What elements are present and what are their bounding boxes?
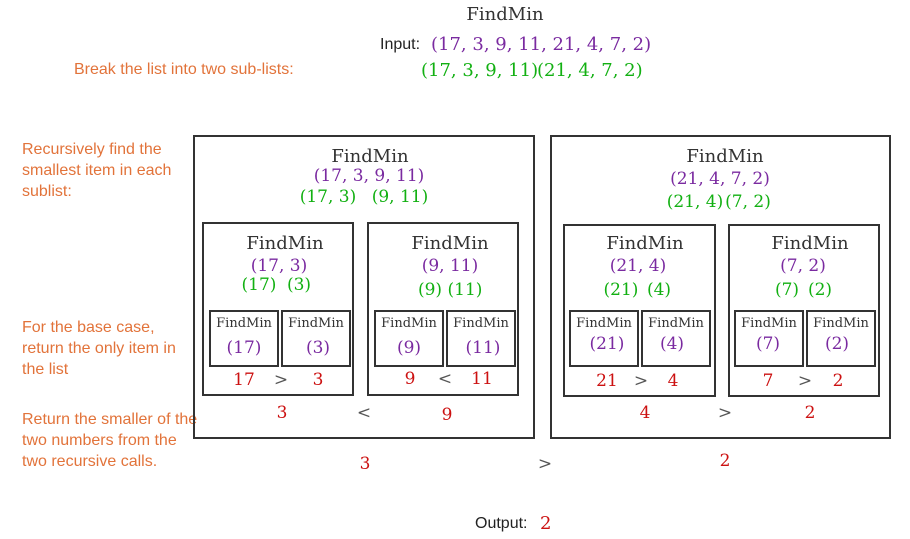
leaf-11-title: FindMin [453,316,509,331]
right-b-value-1: 7 [762,371,774,391]
right-b-list: (7, 2) [780,256,826,276]
left-list: (17, 3, 9, 11) [313,166,425,186]
left-a-value-1: 17 [233,370,255,390]
split-right-list: (21, 4, 7, 2) [537,60,643,81]
left-b-value-1: 9 [404,369,416,389]
findmin-box-right-a [563,224,716,397]
right-b-comparison: > [797,371,813,391]
left-result-comparison: < [356,403,372,423]
findmin-leaf-4 [641,310,711,367]
right-a-split-a: (21) [603,280,639,300]
leaf-21-list: (21) [589,334,625,354]
left-a-title: FindMin [246,233,324,254]
right-split-b: (7, 2) [725,192,771,212]
leaf-3-title: FindMin [288,316,344,331]
leaf-17-title: FindMin [216,316,272,331]
right-list: (21, 4, 7, 2) [670,169,770,189]
right-b-split-a: (7) [774,280,800,300]
final-result-1: 3 [359,454,371,474]
leaf-17-list: (17) [226,338,262,358]
left-a-comparison: > [273,370,289,390]
input-label: Input: [380,36,421,53]
left-b-split-a: (9) [417,280,443,300]
leaf-2-list: (2) [824,334,850,354]
findmin-leaf-2 [806,310,876,367]
left-b-value-2: 11 [471,369,493,389]
leaf-21-title: FindMin [576,316,632,331]
leaf-7-title: FindMin [741,316,797,331]
findmin-box-left-b [367,222,519,396]
final-comparison: > [537,454,553,474]
leaf-3-list: (3) [305,338,331,358]
left-b-title: FindMin [411,233,489,254]
right-a-title: FindMin [606,233,684,254]
leaf-2-title: FindMin [813,316,869,331]
left-split-a: (17, 3) [299,187,357,207]
leaf-11-list: (11) [465,338,501,358]
findmin-leaf-17 [209,310,279,367]
findmin-leaf-7 [734,310,804,367]
right-b-title: FindMin [771,233,849,254]
left-a-list: (17, 3) [250,256,308,276]
left-split-b: (9, 11) [371,187,429,207]
right-b-value-2: 2 [832,371,844,391]
right-a-value-2: 4 [667,371,679,391]
left-b-comparison: < [437,369,453,389]
findmin-leaf-11 [446,310,516,367]
right-split-a: (21, 4) [666,192,724,212]
leaf-9-title: FindMin [381,316,437,331]
note-return: Return the smaller of the two numbers fr… [22,411,198,470]
left-b-list: (9, 11) [421,256,479,276]
right-a-list: (21, 4) [609,256,667,276]
note-recursive: Recursively find the smallest item in ea… [22,141,172,200]
findmin-leaf-3 [281,310,351,367]
left-b-split-b: (11) [447,280,483,300]
left-a-value-2: 3 [312,370,324,390]
left-a-split-b: (3) [286,275,312,295]
note-break: Break the list into two sub-lists: [74,61,294,78]
left-a-split-a: (17) [241,275,277,295]
left-result-1: 3 [276,403,288,423]
findmin-box-right [550,135,891,439]
right-b-split-b: (2) [807,280,833,300]
left-result-2: 9 [441,405,453,425]
findmin-leaf-21 [569,310,639,367]
right-a-value-1: 21 [596,371,618,391]
leaf-4-title: FindMin [648,316,704,331]
leaf-7-list: (7) [755,334,781,354]
output-value: 2 [540,513,552,534]
leaf-9-list: (9) [396,338,422,358]
right-result-comparison: > [717,403,733,423]
right-a-split-b: (4) [646,280,672,300]
leaf-4-list: (4) [659,334,685,354]
note-base: For the base case, return the only item … [22,319,176,378]
findmin-box-left-a [202,222,354,396]
top-title: FindMin [466,4,544,25]
right-result-1: 4 [639,403,651,423]
findmin-leaf-9 [374,310,444,367]
left-title: FindMin [331,146,409,167]
final-result-2: 2 [719,451,731,471]
right-a-comparison: > [633,371,649,391]
split-left-list: (17, 3, 9, 11) [421,60,539,81]
right-result-2: 2 [804,403,816,423]
findmin-box-left [193,135,535,439]
input-list: (17, 3, 9, 11, 21, 4, 7, 2) [431,34,652,55]
findmin-box-right-b [728,224,880,397]
right-title: FindMin [686,146,764,167]
output-label: Output: [475,515,528,532]
